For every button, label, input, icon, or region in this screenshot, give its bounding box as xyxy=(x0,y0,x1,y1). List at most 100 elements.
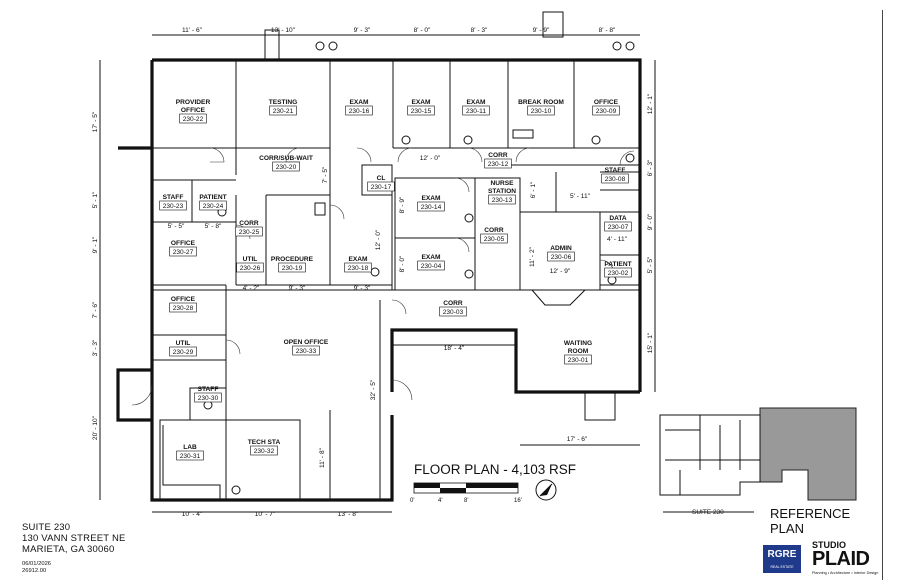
room-number-box xyxy=(480,233,508,244)
room-label: ADMIN 230-06 xyxy=(547,245,575,262)
room-number: 230-02 xyxy=(608,270,629,277)
room-number: 230-32 xyxy=(254,448,275,455)
room-number-box xyxy=(604,267,632,278)
room-name: CORR xyxy=(239,220,259,227)
dimension-label: 7' - 6" xyxy=(92,301,99,318)
room-number: 230-29 xyxy=(173,349,194,356)
room-number: 230-25 xyxy=(239,229,260,236)
dimension-label: 15' - 1" xyxy=(647,332,654,353)
date-block: 06/01/2026 26912.00 xyxy=(22,561,51,575)
room-name: DATA xyxy=(609,215,627,222)
dimension-label: 9' - 3" xyxy=(354,27,371,34)
dimension-label: 12' - 9" xyxy=(550,268,571,275)
city-line: MARIETA, GA 30060 xyxy=(22,544,115,555)
room-name: ROOM xyxy=(568,348,589,355)
dimension-label: 17' - 5" xyxy=(92,111,99,132)
room-number: 230-16 xyxy=(349,108,370,115)
floor-plan-title: FLOOR PLAN - 4,103 RSF xyxy=(414,462,577,477)
dimension-label: 10' - 7" xyxy=(255,511,276,518)
room-number: 230-23 xyxy=(163,203,184,210)
room-number-box xyxy=(417,260,445,271)
room-number-box xyxy=(407,105,435,116)
room-number-box xyxy=(169,346,197,357)
room-number: 230-05 xyxy=(484,236,505,243)
room-number: 230-11 xyxy=(466,108,486,115)
room-name: LAB xyxy=(183,444,197,451)
suite-line: SUITE 230 xyxy=(22,522,71,533)
scale-label: 16' xyxy=(514,498,522,504)
dimension-label: 5' - 11" xyxy=(570,193,591,200)
room-number: 230-20 xyxy=(276,164,297,171)
room-name: CORR xyxy=(488,152,508,159)
dimension-label: 6' - 1" xyxy=(530,181,537,198)
room-label: OFFICE 230-09 xyxy=(592,99,620,116)
dimension-label: 32' - 5" xyxy=(370,379,377,400)
room-name: STATION xyxy=(488,188,516,195)
dimension-label: 12' - 1" xyxy=(647,93,654,114)
room-label: STAFF 230-23 xyxy=(159,194,187,211)
room-number: 230-04 xyxy=(421,263,442,270)
dimension-label: 4' - 2" xyxy=(243,285,260,292)
room-number: 230-17 xyxy=(371,184,392,191)
room-name: ADMIN xyxy=(550,245,572,252)
room-label: EXAM 230-04 xyxy=(417,254,445,271)
room-number-box xyxy=(344,262,372,273)
room-labels: PROVIDEROFFICE230-22TESTING230-21EXAM230… xyxy=(159,99,632,461)
dimension-label: 4' - 11" xyxy=(607,236,628,243)
studio-logo-text: STUDIO xyxy=(812,540,847,550)
room-number-box xyxy=(564,354,592,365)
room-number-box xyxy=(235,226,263,237)
dimension-label: 9' - 0" xyxy=(647,213,654,230)
dimension-label: 8' - 0" xyxy=(414,27,431,34)
room-number-box xyxy=(367,181,395,192)
room-number: 230-33 xyxy=(296,348,317,355)
dimension-label: 9' - 1" xyxy=(92,236,99,253)
room-number: 230-13 xyxy=(492,197,513,204)
scale-label: 0' xyxy=(410,498,415,504)
room-number-box xyxy=(604,221,632,232)
room-number: 230-06 xyxy=(551,254,572,261)
scale-labels: 0' 4' 8' 16' xyxy=(410,498,530,506)
job-number: 26912.00 xyxy=(22,568,47,574)
room-label: CL 230-17 xyxy=(367,175,395,192)
room-label: EXAM 230-18 xyxy=(344,256,372,273)
room-name: PROVIDER xyxy=(176,99,211,106)
room-name: CORR xyxy=(443,300,463,307)
doors xyxy=(131,147,635,406)
dimension-label: 20' - 10" xyxy=(92,415,99,440)
room-name: OFFICE xyxy=(594,99,619,106)
room-number: 230-19 xyxy=(282,265,303,272)
room-name: CL xyxy=(377,175,386,182)
dimension-label: 17' - 6" xyxy=(567,436,588,443)
room-number: 230-28 xyxy=(173,305,194,312)
room-name: OFFICE xyxy=(171,240,196,247)
room-number-box xyxy=(484,158,512,169)
room-number: 230-18 xyxy=(348,265,369,272)
room-number: 230-09 xyxy=(596,108,617,115)
room-name: STAFF xyxy=(163,194,184,201)
plaid-logo-text: PLAID xyxy=(812,548,870,570)
room-name: EXAM xyxy=(411,99,431,106)
room-number-box xyxy=(250,445,278,456)
room-name: EXAM xyxy=(421,254,441,261)
room-number-box xyxy=(345,105,373,116)
dimension-label: 8' - 3" xyxy=(471,27,488,34)
room-name: PATIENT xyxy=(199,194,226,201)
room-number: 230-01 xyxy=(568,357,589,364)
room-number: 230-03 xyxy=(443,309,464,316)
room-number: 230-21 xyxy=(273,108,294,115)
plaid-tagline: Planning • Architecture • Interior Desig… xyxy=(812,571,879,575)
room-name: UTIL xyxy=(176,340,191,347)
room-name: EXAM xyxy=(348,256,368,263)
dimension-label: 13' - 8" xyxy=(338,511,359,518)
